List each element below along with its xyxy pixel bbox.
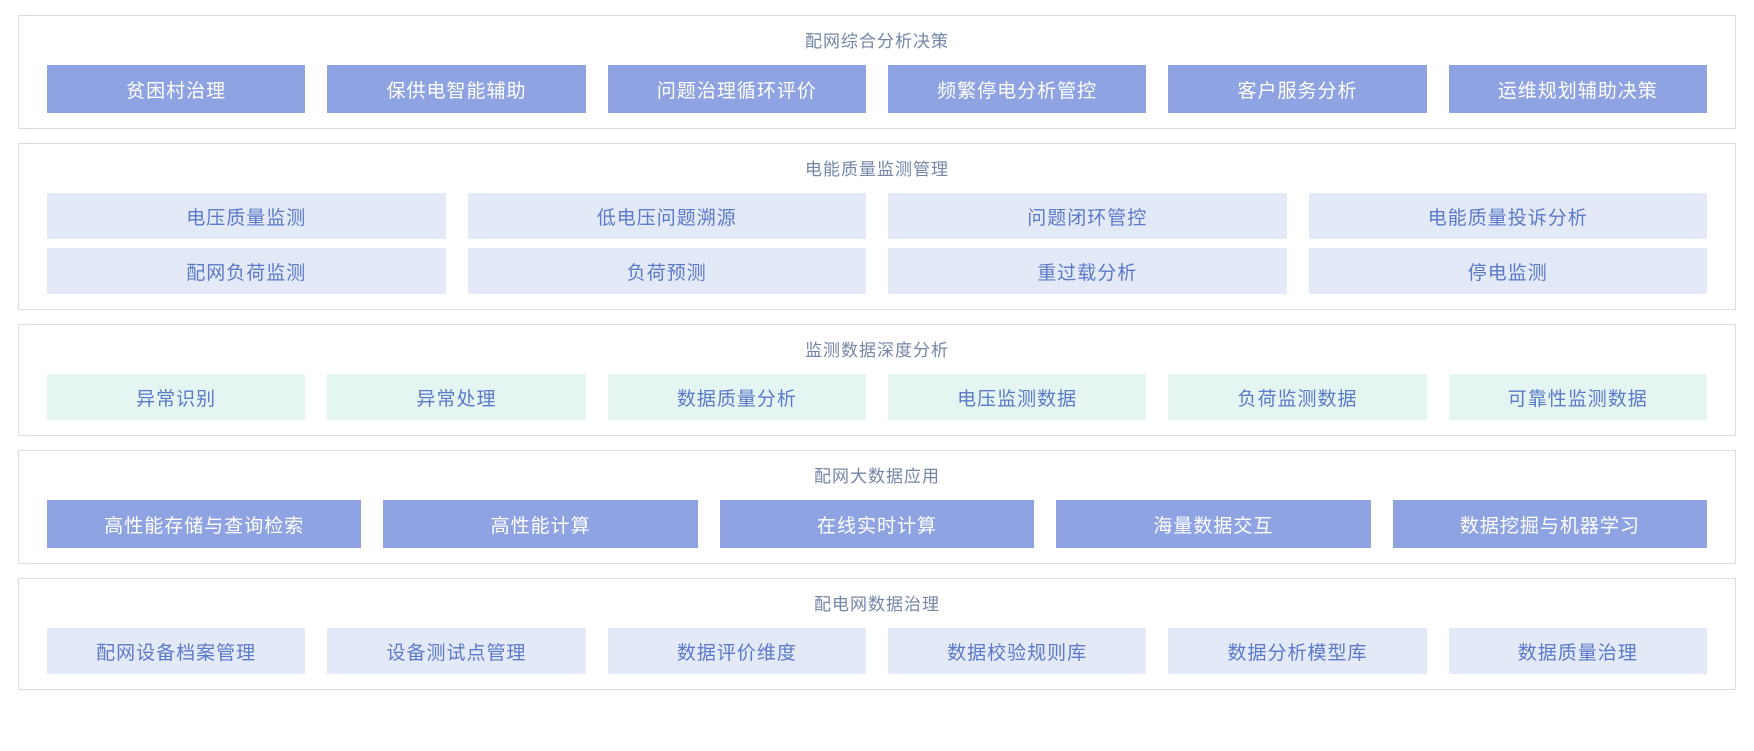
module-tile[interactable]: 数据挖掘与机器学习 [1392, 500, 1708, 548]
section-title: 配电网数据治理 [814, 595, 940, 614]
module-tile[interactable]: 停电监测 [1308, 248, 1707, 294]
section-rows: 电压质量监测 低电压问题溯源 问题闭环管控 电能质量投诉分析 配网负荷监测 负荷… [47, 193, 1707, 294]
section-title: 配网综合分析决策 [805, 32, 949, 51]
section-panel-power-quality-monitoring: 电能质量监测管理 电压质量监测 低电压问题溯源 问题闭环管控 电能质量投诉分析 … [18, 143, 1736, 310]
module-tile[interactable]: 运维规划辅助决策 [1448, 65, 1707, 113]
module-tile[interactable]: 数据质量治理 [1448, 628, 1707, 674]
section-panel-monitoring-data-deep-analysis: 监测数据深度分析 异常识别 异常处理 数据质量分析 电压监测数据 负荷监测数据 … [18, 324, 1736, 436]
module-tile[interactable]: 负荷预测 [467, 248, 866, 294]
module-tile[interactable]: 数据质量分析 [607, 374, 866, 420]
module-tile[interactable]: 问题治理循环评价 [607, 65, 866, 113]
section-panel-big-data-application: 配网大数据应用 高性能存储与查询检索 高性能计算 在线实时计算 海量数据交互 数… [18, 450, 1736, 564]
module-tile[interactable]: 电压质量监测 [47, 193, 446, 239]
module-tile[interactable]: 设备测试点管理 [327, 628, 586, 674]
module-tile[interactable]: 高性能计算 [383, 500, 698, 548]
module-row: 高性能存储与查询检索 高性能计算 在线实时计算 海量数据交互 数据挖掘与机器学习 [47, 500, 1708, 548]
module-tile[interactable]: 配网设备档案管理 [47, 628, 306, 674]
section-panel-comprehensive-analysis-decision: 配网综合分析决策 贫困村治理 保供电智能辅助 问题治理循环评价 频繁停电分析管控… [18, 15, 1736, 129]
module-tile[interactable]: 在线实时计算 [719, 500, 1035, 548]
section-title: 配网大数据应用 [814, 467, 940, 486]
module-tile[interactable]: 异常处理 [327, 374, 586, 420]
module-tile[interactable]: 数据评价维度 [607, 628, 866, 674]
module-tile[interactable]: 问题闭环管控 [888, 193, 1287, 239]
section-rows: 配网设备档案管理 设备测试点管理 数据评价维度 数据校验规则库 数据分析模型库 … [47, 628, 1707, 674]
module-tile[interactable]: 重过载分析 [888, 248, 1287, 294]
module-tile[interactable]: 海量数据交互 [1056, 500, 1371, 548]
module-row: 贫困村治理 保供电智能辅助 问题治理循环评价 频繁停电分析管控 客户服务分析 运… [47, 65, 1707, 113]
section-rows: 贫困村治理 保供电智能辅助 问题治理循环评价 频繁停电分析管控 客户服务分析 运… [47, 65, 1707, 113]
module-tile[interactable]: 负荷监测数据 [1168, 374, 1427, 420]
module-row: 配网负荷监测 负荷预测 重过载分析 停电监测 [47, 248, 1707, 294]
module-tile[interactable]: 保供电智能辅助 [327, 65, 586, 113]
section-panel-data-governance: 配电网数据治理 配网设备档案管理 设备测试点管理 数据评价维度 数据校验规则库 … [18, 578, 1736, 690]
module-tile[interactable]: 高性能存储与查询检索 [47, 500, 362, 548]
section-title: 监测数据深度分析 [805, 341, 949, 360]
module-row: 异常识别 异常处理 数据质量分析 电压监测数据 负荷监测数据 可靠性监测数据 [47, 374, 1707, 420]
module-tile[interactable]: 电能质量投诉分析 [1308, 193, 1707, 239]
section-title: 电能质量监测管理 [805, 160, 949, 179]
module-tile[interactable]: 数据分析模型库 [1168, 628, 1427, 674]
module-tile[interactable]: 客户服务分析 [1168, 65, 1427, 113]
module-tile[interactable]: 低电压问题溯源 [467, 193, 866, 239]
module-tile[interactable]: 频繁停电分析管控 [887, 65, 1147, 113]
section-rows: 高性能存储与查询检索 高性能计算 在线实时计算 海量数据交互 数据挖掘与机器学习 [47, 500, 1708, 548]
module-tile[interactable]: 贫困村治理 [47, 65, 306, 113]
module-tile[interactable]: 配网负荷监测 [47, 248, 446, 294]
section-rows: 异常识别 异常处理 数据质量分析 电压监测数据 负荷监测数据 可靠性监测数据 [47, 374, 1707, 420]
module-tile[interactable]: 可靠性监测数据 [1448, 374, 1707, 420]
module-row: 电压质量监测 低电压问题溯源 问题闭环管控 电能质量投诉分析 [47, 193, 1707, 239]
module-tile[interactable]: 电压监测数据 [887, 374, 1147, 420]
module-tile[interactable]: 异常识别 [47, 374, 306, 420]
module-tile[interactable]: 数据校验规则库 [887, 628, 1147, 674]
module-row: 配网设备档案管理 设备测试点管理 数据评价维度 数据校验规则库 数据分析模型库 … [47, 628, 1707, 674]
